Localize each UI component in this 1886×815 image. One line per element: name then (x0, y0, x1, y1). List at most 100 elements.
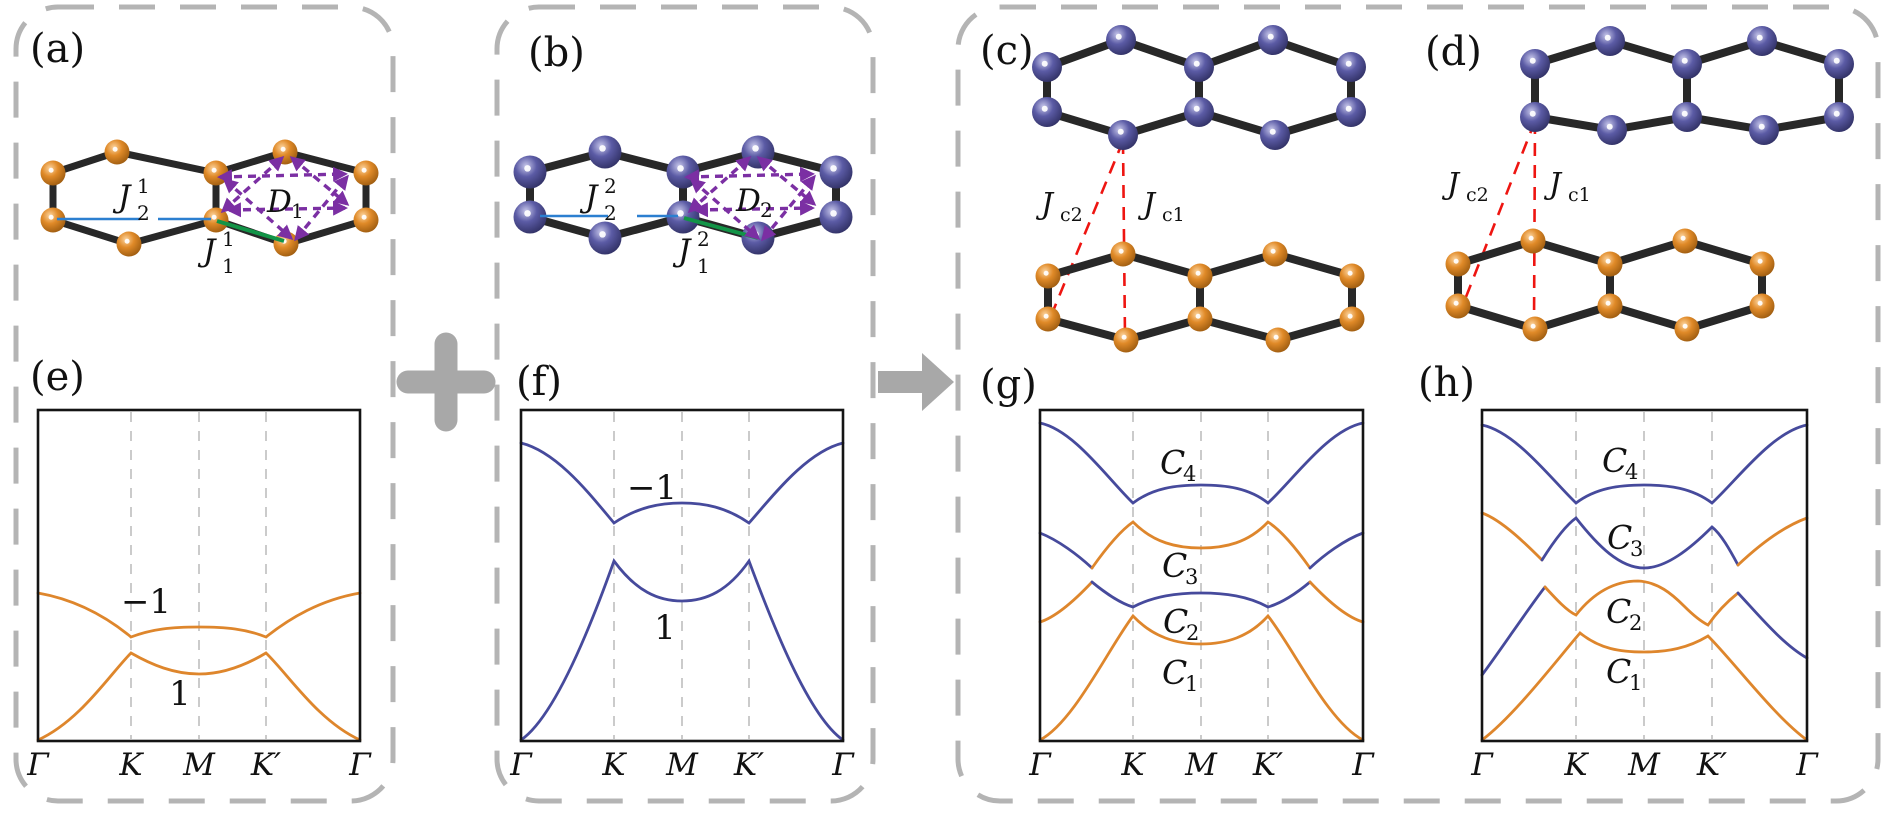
atom-highlight (1605, 258, 1611, 264)
band-h-c3-left (1480, 511, 1544, 562)
svg-text:J: J (579, 179, 599, 215)
j1-label-a: J 1 1 (197, 227, 235, 278)
svg-text:Γ: Γ (1351, 747, 1375, 783)
svg-text:Γ: Γ (1795, 747, 1819, 783)
atom-highlight (830, 210, 837, 217)
atom (1110, 241, 1136, 267)
plot-frame-h (1480, 408, 1809, 743)
atom (741, 135, 775, 169)
band-label-h-c4: C 4 (1602, 441, 1638, 484)
band-g-c3-right (1308, 531, 1365, 570)
svg-text:C: C (1606, 592, 1631, 631)
svg-text:1: 1 (291, 199, 304, 223)
atom (1597, 293, 1623, 319)
svg-text:C: C (1607, 518, 1632, 557)
atom (1184, 52, 1214, 82)
atom-highlight (1528, 235, 1534, 241)
atom-highlight (599, 145, 606, 152)
atom (1747, 26, 1777, 56)
svg-text:C: C (1606, 652, 1631, 691)
atom (273, 231, 299, 257)
atom (1595, 26, 1625, 56)
svg-text:1: 1 (222, 227, 235, 251)
atom-highlight (1604, 34, 1611, 41)
atom (353, 207, 379, 233)
panel-c: (c) J c2 J c1 (980, 25, 1366, 353)
band-label-g-c1: C 1 (1162, 653, 1198, 696)
atom (1032, 52, 1062, 82)
svg-text:1: 1 (1629, 671, 1642, 695)
atom-highlight (1833, 110, 1840, 117)
svg-text:2: 2 (760, 198, 773, 222)
atom (1520, 228, 1546, 254)
atom-highlight (1195, 313, 1201, 319)
atom-highlight (1041, 105, 1048, 112)
atom-highlight (1681, 57, 1688, 64)
atom (1184, 97, 1214, 127)
atom-highlight (599, 231, 606, 238)
band-e-upper (36, 591, 362, 639)
atom (1113, 327, 1139, 353)
xticks-h: Γ K M K′ Γ (1470, 747, 1819, 783)
band-label-g-c3: C 3 (1162, 546, 1198, 589)
atom-highlight (1043, 313, 1049, 319)
plot-frame-f (519, 408, 845, 743)
atom-highlight (1529, 57, 1536, 64)
gridlines-g (1132, 412, 1269, 739)
panel-a-label: (a) (30, 26, 85, 72)
atom-highlight (361, 167, 367, 173)
atom (116, 231, 142, 257)
jc2-label-c: J c2 (1035, 187, 1083, 226)
bands-h (1480, 423, 1809, 742)
j1-label-b: J 2 1 (672, 227, 710, 278)
chern-label-e-lower: 1 (169, 674, 191, 714)
xticks-g: Γ K M K′ Γ (1028, 747, 1375, 783)
dashed-boundary-boxes (13, 4, 1881, 804)
svg-text:D: D (735, 183, 761, 219)
band-label-h-c1: C 1 (1606, 652, 1642, 695)
svg-text:Γ: Γ (1028, 747, 1052, 783)
gridlines-f (613, 412, 750, 739)
dmi-arrows-b (684, 156, 817, 242)
svg-text:Γ: Γ (509, 747, 533, 783)
svg-text:J: J (672, 233, 692, 269)
svg-text:K: K (601, 747, 627, 783)
atom (353, 160, 379, 186)
atom-highlight (1757, 258, 1763, 264)
bands-e (36, 591, 362, 742)
atom-highlight (1267, 33, 1274, 40)
atom-highlight (112, 146, 118, 152)
dashed-box-bilayer (955, 4, 1881, 804)
atom (1597, 115, 1627, 145)
panel-a: (a) J 1 2 D 1 J 1 1 (30, 26, 379, 278)
band-h-c2-left (1480, 585, 1547, 677)
jc1-label-c: J c1 (1137, 187, 1185, 226)
panel-f-label: (f) (516, 359, 562, 405)
panel-h: (h) C 4 C 3 C 2 C 1 (1418, 360, 1819, 783)
band-g-c2-left (1038, 580, 1094, 624)
atom-highlight (1193, 60, 1200, 67)
atom (1824, 49, 1854, 79)
atom-highlight (211, 167, 217, 173)
atom (1339, 263, 1365, 289)
jc1-label-d: J c1 (1543, 167, 1591, 206)
svg-text:J: J (1441, 167, 1461, 202)
atom (1674, 316, 1700, 342)
dashed-box-layer1 (13, 4, 396, 804)
atom (1258, 25, 1288, 55)
atom (1597, 251, 1623, 277)
gridlines-h (1575, 412, 1713, 739)
atom (1672, 228, 1698, 254)
band-g-c2-mid (1090, 580, 1312, 609)
svg-text:M: M (665, 747, 699, 783)
atom-highlight (830, 165, 837, 172)
atom-highlight (677, 165, 684, 172)
atom (1035, 306, 1061, 332)
panel-g: (g) C 4 C 3 C 2 C 1 (980, 362, 1375, 783)
atom-highlight (1453, 258, 1459, 264)
svg-text:J: J (1137, 187, 1157, 222)
band-h-c3-right (1736, 516, 1809, 567)
svg-text:1: 1 (1185, 672, 1198, 696)
svg-text:c2: c2 (1060, 204, 1083, 226)
